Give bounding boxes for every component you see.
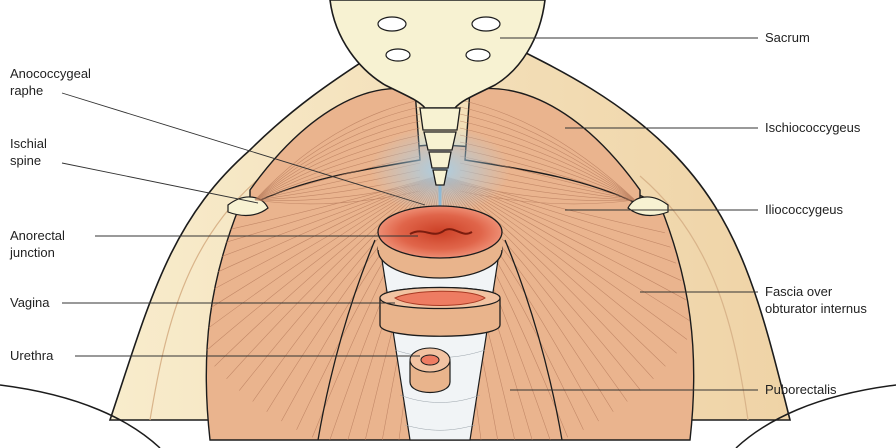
label-ischial-spine: Ischial spine: [10, 136, 50, 168]
label-ischiococcygeus: Ischiococcygeus: [765, 120, 861, 135]
label-iliococcygeus: Iliococcygeus: [765, 202, 844, 217]
sacral-foramen: [466, 49, 490, 61]
sacral-foramen: [386, 49, 410, 61]
anorectal-junction: [378, 206, 502, 278]
label-puborectalis: Puborectalis: [765, 382, 837, 397]
label-sacrum: Sacrum: [765, 30, 810, 45]
label-vagina: Vagina: [10, 295, 50, 310]
label-anococcygeal-raphe: Anococcygeal raphe: [10, 66, 95, 98]
label-fascia-obturator-internus: Fascia over obturator internus: [765, 284, 867, 316]
label-urethra: Urethra: [10, 348, 54, 363]
urethra-section: [410, 348, 450, 393]
sacral-foramen: [472, 17, 500, 31]
vagina-section: [380, 288, 500, 337]
label-anorectal-junction: Anorectal junction: [9, 228, 69, 260]
sacral-foramen: [378, 17, 406, 31]
